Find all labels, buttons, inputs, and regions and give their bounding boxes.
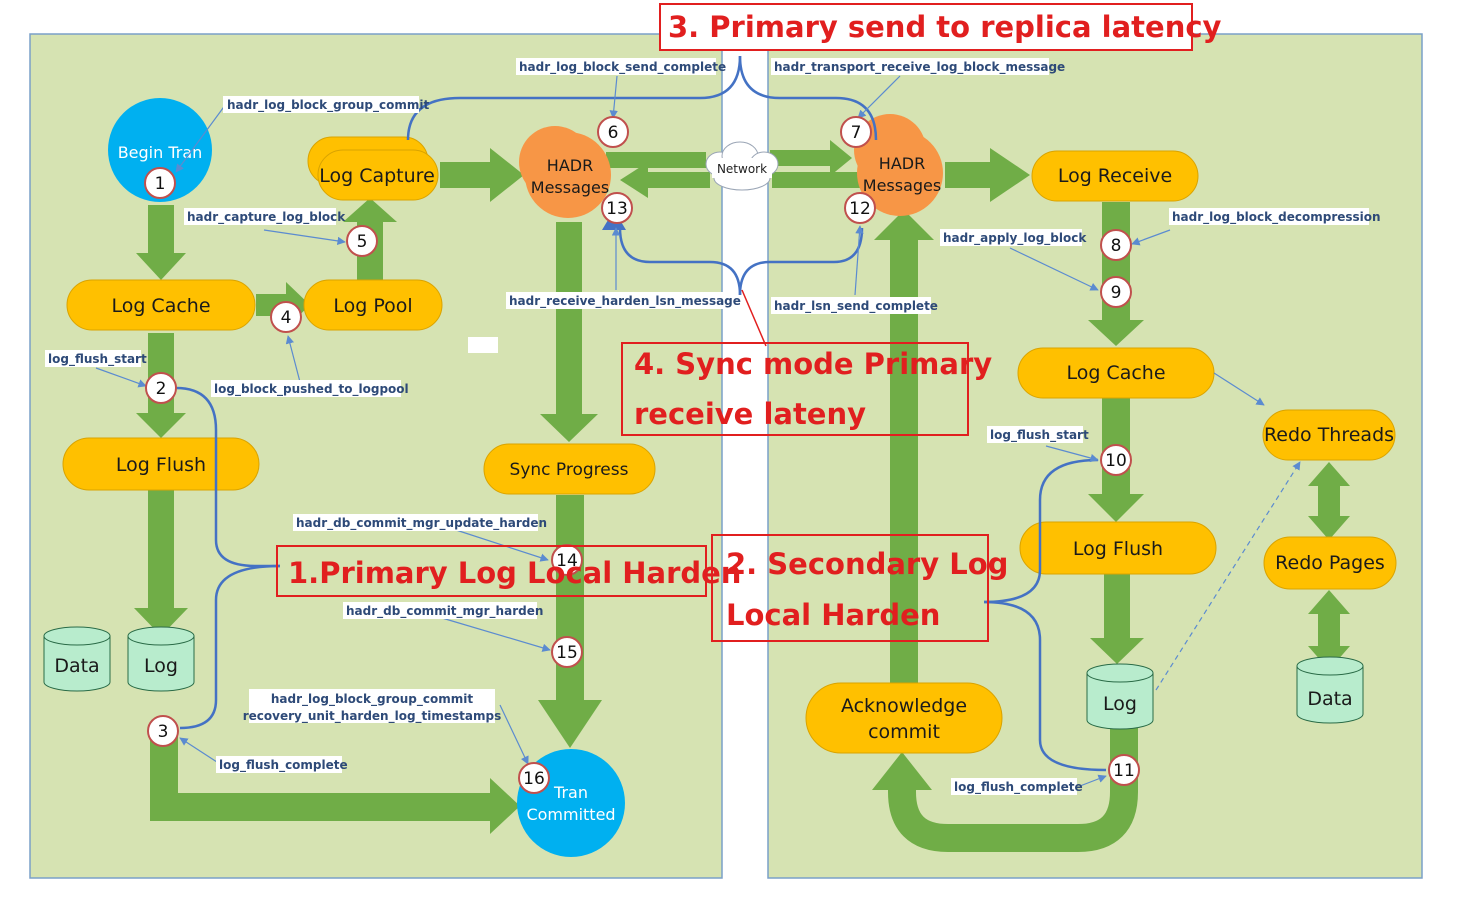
log-flush-label-secondary: Log Flush xyxy=(1073,538,1163,560)
step-9: 9 xyxy=(1111,283,1122,303)
hadr-secondary-node xyxy=(857,130,943,216)
logcache-to-redo-connector xyxy=(1213,372,1265,406)
callout-1-text: 1.Primary Log Local Harden xyxy=(288,556,741,590)
event-commit-mgr-harden: hadr_db_commit_mgr_harden xyxy=(346,604,543,619)
redo-pages-label: Redo Pages xyxy=(1275,552,1385,574)
event-pointers xyxy=(95,75,1171,787)
log-flush-node xyxy=(62,437,260,491)
begin-tran-circle xyxy=(108,98,212,202)
log-pool-node xyxy=(303,279,443,331)
event-log-flush-start-secondary: log_flush_start xyxy=(990,428,1089,443)
log-capture-node xyxy=(317,149,439,201)
ack-curve-arrowhead xyxy=(872,752,932,790)
log-label-primary: Log xyxy=(144,655,178,677)
tran-committed-line2: Committed xyxy=(526,805,615,824)
event-update-harden: hadr_db_commit_mgr_update_harden xyxy=(296,516,547,531)
step-1: 1 xyxy=(155,174,166,194)
event-recovery-unit: recovery_unit_harden_log_timestamps xyxy=(243,709,502,724)
latency-connectors xyxy=(175,55,1107,772)
blank-marker xyxy=(468,337,498,353)
log-receive-node xyxy=(1031,150,1199,202)
step-10: 10 xyxy=(1105,451,1127,471)
hadr-secondary-line1: HADR xyxy=(879,154,925,173)
event-log-flush-start-primary: log_flush_start xyxy=(48,352,147,367)
event-labels: hadr_log_block_group_commit hadr_log_blo… xyxy=(45,58,1381,795)
step-markers: 1 2 3 4 5 6 7 8 9 10 11 12 13 14 15 16 xyxy=(144,116,1140,794)
acknowledge-commit-node xyxy=(805,682,1003,754)
hadr-primary-line1: HADR xyxy=(547,156,593,175)
event-pushed-to-logpool: log_block_pushed_to_logpool xyxy=(214,382,409,397)
hadr-primary-node xyxy=(525,132,611,218)
callout4-pointer xyxy=(741,289,767,347)
event-lsn-send-complete: hadr_lsn_send_complete xyxy=(774,299,938,314)
redo-threads-label: Redo Threads xyxy=(1264,424,1394,446)
log-receive-label: Log Receive xyxy=(1058,165,1172,187)
data-label-primary: Data xyxy=(54,655,99,677)
sync-progress-label: Sync Progress xyxy=(510,460,629,480)
event-send-complete: hadr_log_block_send_complete xyxy=(519,60,726,75)
callout-3-text: 3. Primary send to replica latency xyxy=(668,10,1222,44)
data-cylinder-secondary xyxy=(1296,656,1364,724)
callout-4-line1: 4. Sync mode Primary xyxy=(634,347,992,381)
callout-4-line2: receive lateny xyxy=(634,397,866,431)
event-capture-log-block: hadr_capture_log_block xyxy=(187,210,346,225)
step-3: 3 xyxy=(158,722,169,742)
network-arrows xyxy=(606,140,860,198)
event-apply-log-block: hadr_apply_log_block xyxy=(943,231,1087,246)
log-cylinder-primary xyxy=(127,626,195,692)
log-flush-label: Log Flush xyxy=(116,454,206,476)
event-log-flush-complete-primary: log_flush_complete xyxy=(219,758,348,773)
event-receive-harden: hadr_receive_harden_lsn_message xyxy=(509,294,741,309)
hadr-secondary-line2: Messages xyxy=(863,176,941,195)
redo-pages-node xyxy=(1263,536,1397,590)
data-label-secondary: Data xyxy=(1307,688,1352,710)
step-14: 14 xyxy=(556,551,578,571)
log-cache-label-secondary: Log Cache xyxy=(1066,362,1165,384)
event-decompression: hadr_log_block_decompression xyxy=(1172,210,1381,225)
step-16: 16 xyxy=(523,769,545,789)
callout-4-box xyxy=(621,342,969,436)
callout-1-box xyxy=(276,545,707,597)
flow-arrows-primary xyxy=(134,148,602,834)
acknowledge-line1: Acknowledge xyxy=(841,695,967,717)
step-15: 15 xyxy=(556,643,578,663)
step-5: 5 xyxy=(357,232,368,252)
callout-2-line2: Local Harden xyxy=(726,598,940,632)
step-8: 8 xyxy=(1111,236,1122,256)
sync-progress-node xyxy=(483,443,656,495)
step-13: 13 xyxy=(606,199,628,219)
log-pool-label: Log Pool xyxy=(333,295,412,317)
step-7: 7 xyxy=(851,123,862,143)
tran-committed-line1: Tran xyxy=(553,783,588,802)
acknowledge-line2: commit xyxy=(868,721,940,743)
redo-threads-node xyxy=(1262,409,1396,461)
begin-tran-label: Begin Tran xyxy=(118,143,203,162)
log-label-secondary: Log xyxy=(1103,693,1137,715)
data-cylinder-primary xyxy=(43,626,111,692)
event-group-commit-2: hadr_log_block_group_commit xyxy=(271,692,474,707)
step-4: 4 xyxy=(281,308,292,328)
callout-2-box xyxy=(711,534,989,642)
event-transport-receive: hadr_transport_receive_log_block_message xyxy=(774,60,1065,75)
hadr-primary-line2: Messages xyxy=(531,178,609,197)
step-2: 2 xyxy=(156,379,167,399)
event-group-commit: hadr_log_block_group_commit xyxy=(227,98,430,113)
ack-curve-arrow xyxy=(888,728,1138,852)
network-label: Network xyxy=(717,162,767,176)
event-log-flush-complete-secondary: log_flush_complete xyxy=(954,780,1083,795)
log-flush-node-secondary xyxy=(1019,521,1217,575)
log-cache-label: Log Cache xyxy=(111,295,210,317)
step-6: 6 xyxy=(608,123,619,143)
step-12: 12 xyxy=(849,199,871,219)
log-cylinder-secondary xyxy=(1086,663,1154,730)
log-cache-node xyxy=(66,279,256,331)
log-capture-label: Log Capture xyxy=(319,165,435,187)
callout-2-line1: 2. Secondary Log xyxy=(726,547,1008,581)
step-11: 11 xyxy=(1113,761,1135,781)
callout-3-box xyxy=(659,3,1193,51)
